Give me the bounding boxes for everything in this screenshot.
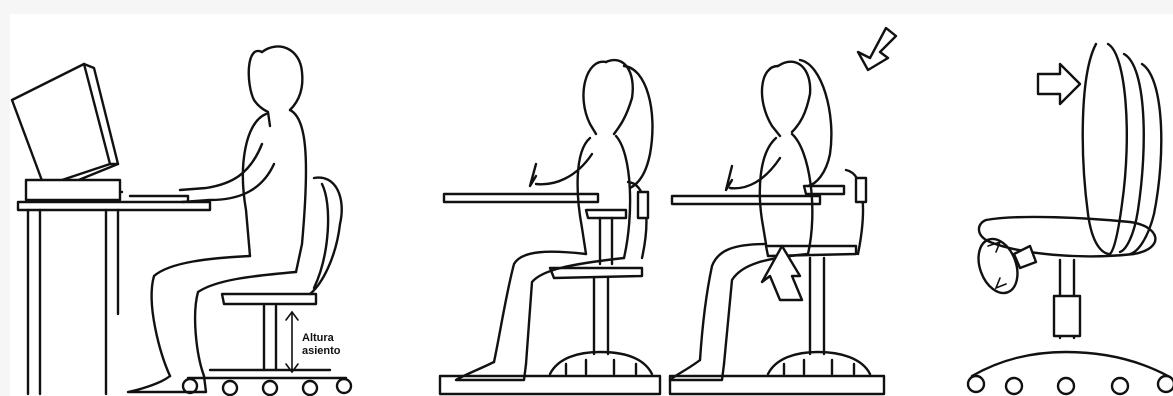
seated-man-icon [128,46,306,392]
correction-arrow-icon [858,28,896,70]
floor-mat-icon [440,376,660,394]
push-arrow-icon [1038,64,1080,104]
chair-adjustment-panel [968,44,1173,394]
ergonomics-illustration [10,14,1173,396]
monitor-icon [12,64,122,192]
seat-height-label: Altura asiento [302,332,341,358]
desk-worker-panel [12,46,351,395]
tilt-lever-icon [972,234,1036,299]
student-slouched-panel [670,28,896,394]
student-correct-panel [440,60,660,394]
illustration-canvas: Altura asiento [10,14,1173,396]
seat-height-arrow-icon [286,312,298,372]
adjustable-chair-icon [968,44,1173,394]
seat-height-label-line2: asiento [302,345,341,358]
school-desk-icon [672,196,820,204]
seat-height-label-line1: Altura [302,332,341,345]
floor-mat-icon [670,376,884,394]
upright-student-icon [456,60,652,380]
school-desk-icon [444,194,598,202]
slouched-student-icon [670,60,831,380]
desk-icon [18,180,210,394]
stool-chair-icon [550,182,652,374]
